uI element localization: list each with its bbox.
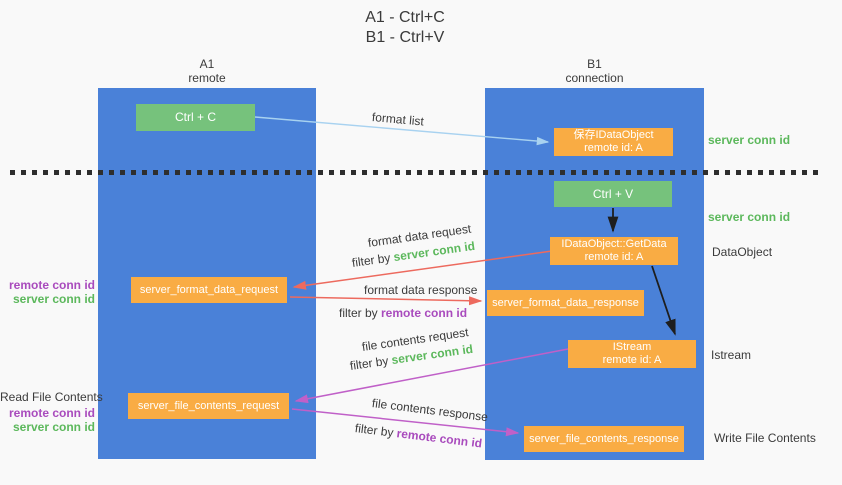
filter-by-text: filter by: [339, 306, 382, 320]
node-server-file-contents-request: server_file_contents_request: [128, 393, 289, 419]
lane-b1-name: B1: [587, 57, 602, 71]
node-ctrl-c-label: Ctrl + C: [174, 110, 216, 124]
node-server-format-data-request: server_format_data_request: [131, 277, 287, 303]
node-format-response-label: server_format_data_response: [492, 296, 639, 309]
side-label-server-conn-id-1: server conn id: [12, 292, 95, 306]
lane-a1-role: remote: [188, 71, 226, 85]
title-line-2: B1 - Ctrl+V: [365, 29, 445, 46]
side-label-dataobject: DataObject: [712, 245, 773, 259]
lane-header-a1: A1 remote: [98, 57, 316, 85]
node-save-idataobject-line2: remote id: A: [584, 142, 643, 154]
flow-label-filter-remote-1: filter by remote conn id: [339, 306, 467, 320]
node-istream: IStream remote id: A: [568, 340, 696, 368]
dotted-separator-line: [10, 170, 823, 175]
node-save-idataobject-line1: 保存IDataObject: [573, 129, 654, 141]
filter-by-text: filter by: [349, 353, 393, 373]
lane-b1-role: connection: [565, 71, 624, 85]
node-istream-line2: remote id: A: [602, 354, 662, 366]
node-server-file-contents-response: server_file_contents_response: [524, 426, 684, 452]
flow-label-format-list: format list: [371, 110, 425, 129]
node-istream-line1: IStream: [612, 341, 652, 353]
flow-label-filter-remote-2: filter by remote conn id: [354, 421, 483, 450]
node-ctrl-v-label: Ctrl + V: [592, 186, 634, 201]
side-label-server-conn-id-2: server conn id: [12, 420, 95, 434]
lane-a1-name: A1: [199, 57, 215, 71]
side-label-read-file-contents: Read File Contents: [0, 390, 103, 404]
side-label-istream: Istream: [711, 348, 752, 362]
node-format-request-label: server_format_data_request: [139, 283, 279, 296]
diagram-title: A1 - Ctrl+C B1 - Ctrl+V: [300, 8, 510, 48]
node-ctrl-v: Ctrl + V: [554, 181, 672, 207]
node-file-request-label: server_file_contents_request: [137, 399, 280, 412]
node-save-idataobject: 保存IDataObject remote id: A: [554, 128, 673, 156]
filter-by-text: filter by: [354, 421, 398, 441]
node-server-format-data-response: server_format_data_response: [487, 290, 644, 316]
flow-label-format-data-response: format data response: [364, 283, 478, 297]
side-label-server-conn-id-mid: server conn id: [708, 210, 791, 224]
node-idataobject-getdata: IDataObject::GetData remote id: A: [550, 237, 678, 265]
arrow-format-data-response: [289, 296, 483, 306]
side-label-write-file-contents: Write File Contents: [714, 431, 816, 445]
side-label-server-conn-id-top: server conn id: [708, 133, 791, 147]
node-getdata-line2: remote id: A: [584, 251, 644, 263]
lane-header-b1: B1 connection: [485, 57, 704, 85]
remote-conn-id-text: remote conn id: [395, 426, 483, 451]
node-file-response-label: server_file_contents_response: [529, 432, 679, 445]
title-line-1: A1 - Ctrl+C: [365, 9, 445, 26]
side-label-remote-conn-id-2: remote conn id: [8, 406, 95, 420]
node-ctrl-c: Ctrl + C: [136, 104, 255, 131]
flow-label-file-contents-response: file contents response: [371, 396, 489, 425]
filter-by-text: filter by: [351, 250, 395, 270]
side-label-remote-conn-id-1: remote conn id: [8, 278, 95, 292]
remote-conn-id-text: remote conn id: [381, 306, 468, 320]
node-getdata-line1: IDataObject::GetData: [561, 238, 667, 250]
